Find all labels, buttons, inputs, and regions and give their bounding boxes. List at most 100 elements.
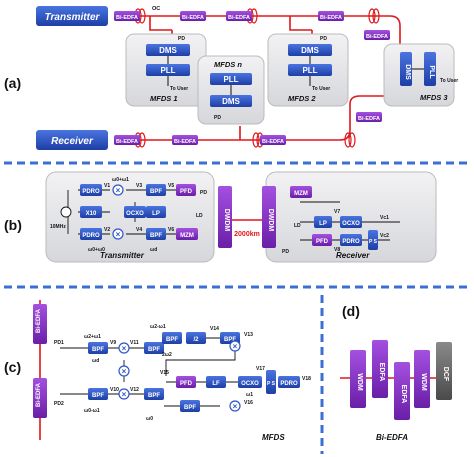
dwdm-link: DWDM DWDM 2000km <box>218 186 276 248</box>
freq-label: ωd <box>150 247 157 253</box>
edfa-block <box>372 340 388 398</box>
to-user-label: To User <box>170 86 188 92</box>
panel-b: PDRO X10 PDRO × × OCXO BPF BPF LP PFD MZ… <box>4 171 437 263</box>
pd-label: PD <box>178 36 185 42</box>
pd-label: PD <box>282 249 289 255</box>
pd1-label: PD1 <box>54 340 64 346</box>
v-label: V13 <box>244 332 253 338</box>
svg-text:×: × <box>122 390 127 399</box>
svg-text:×: × <box>116 186 121 195</box>
svg-text:×: × <box>233 402 238 411</box>
to-user-label: To User <box>440 78 458 84</box>
freq-label: ω1 <box>246 392 253 398</box>
pd-label: PD <box>320 36 327 42</box>
mhz-label: 10MHz <box>50 224 66 230</box>
v-label: V10 <box>110 387 119 393</box>
bi-edfa-bottom-row: Bi-EDFA Bi-EDFA Bi-EDFA Bi-EDFA <box>114 112 382 145</box>
svg-text:×: × <box>122 344 127 353</box>
ocxo-label: OCXO <box>126 211 144 217</box>
panel-d-label: (d) <box>342 303 360 319</box>
bi-edfa-label: Bi-EDFA <box>36 382 42 407</box>
bi-edfa-label: Bi-EDFA <box>182 15 204 21</box>
transmitter-box: Transmitter <box>36 6 108 26</box>
v-label: Vc1 <box>380 215 389 221</box>
ld-label: LD <box>294 223 301 229</box>
wdm-block <box>350 350 366 408</box>
bpf-label: BPF <box>92 347 104 353</box>
bi-edfa-label: Bi-EDFA <box>174 139 196 145</box>
bi-edfa-label: Bi-EDFA <box>228 15 250 21</box>
receiver-caption: Receiver <box>336 251 370 260</box>
v-label: V4 <box>136 227 142 233</box>
bi-edfa-label: Bi-EDFA <box>262 139 284 145</box>
bi-edfa-c-top <box>33 304 47 344</box>
ps-label: P S <box>267 381 276 387</box>
v-label: V14 <box>210 326 219 332</box>
wdm-block <box>414 350 430 408</box>
mfds-1-module: DMS PLL To User PD MFDS 1 <box>125 33 207 107</box>
receiver-label: Receiver <box>51 136 94 147</box>
mfds-n-module: MFDS n PLL DMS PD <box>197 55 265 125</box>
c-blocks: PD1 PD2 BPF BPF × × × BPF BPF BPF /2 BPF… <box>54 324 311 442</box>
bpf-label: BPF <box>148 347 160 353</box>
v-label: V18 <box>302 376 311 382</box>
fiber-lines-a <box>128 15 401 141</box>
bi-edfa-label: Bi-EDFA <box>116 139 138 145</box>
bi-edfa-label: Bi-EDFA <box>358 116 380 122</box>
freq-label: ω0+ω0 <box>88 247 105 253</box>
freq-label: ωd <box>92 358 99 364</box>
pdro-label: PDRO <box>82 233 100 239</box>
bi-edfa-caption: Bi-EDFA <box>376 433 408 442</box>
lp-label: LP <box>319 221 327 227</box>
ocxo-label: OCXO <box>342 221 360 227</box>
ps-label: P S <box>369 239 378 245</box>
bi-edfa-label: Bi-EDFA <box>36 308 42 333</box>
dms-label: DMS <box>222 97 240 106</box>
bi-edfa-label: Bi-EDFA <box>366 34 388 40</box>
edfa-label: EDFA <box>378 363 385 382</box>
dcf-label: DCF <box>442 367 449 382</box>
tx-blocks: PDRO X10 PDRO × × OCXO BPF BPF LP PFD MZ… <box>50 177 207 260</box>
panel-d: WDM EDFA EDFA WDM DCF Bi-EDFA (d) <box>340 303 452 442</box>
mfds-n-label: MFDS n <box>214 60 242 69</box>
pll-label: PLL <box>160 66 175 75</box>
v-label: V3 <box>136 183 142 189</box>
pfd-label: PFD <box>180 381 193 387</box>
receiver-box: Receiver <box>36 130 108 150</box>
mfds-2-label: MFDS 2 <box>288 94 316 103</box>
bi-edfa-c-bottom <box>33 378 47 418</box>
pd-label: PD <box>214 115 221 121</box>
distance-label: 2000km <box>234 231 260 238</box>
panel-a: Transmitter Receiver Bi-EDFA Bi-EDFA Bi-… <box>4 6 458 150</box>
mfds-caption: MFDS <box>262 433 285 442</box>
pfd-label: PFD <box>180 189 193 195</box>
mfds-1-label: MFDS 1 <box>150 94 178 103</box>
wdm-label: WDM <box>420 373 427 391</box>
transmitter-label: Transmitter <box>45 12 101 23</box>
to-user-label: To User <box>312 86 330 92</box>
dwdm-label: DWDM <box>267 209 274 232</box>
lf-label: LF <box>212 381 220 387</box>
pd2-label: PD2 <box>54 401 64 407</box>
edfa-block <box>394 362 410 420</box>
mfds-2-module: DMS PLL To User PD MFDS 2 <box>267 33 349 107</box>
pfd-label: PFD <box>316 239 329 245</box>
pdro-label: PDRO <box>342 239 360 245</box>
v-label: V6 <box>168 227 174 233</box>
freq-label: ω2+ω1 <box>84 334 101 340</box>
ocxo-label: OCXO <box>241 381 259 387</box>
svg-text:×: × <box>233 342 238 351</box>
v-label: V11 <box>130 340 139 346</box>
bpf-label: BPF <box>150 233 162 239</box>
x10-label: X10 <box>86 211 97 217</box>
rx-blocks: MZM LP OCXO PFD PDRO P S LD PD Vc1 Vc2 V… <box>282 186 400 260</box>
svg-text:×: × <box>122 367 127 376</box>
v-label: V5 <box>168 183 174 189</box>
dms-label: DMS <box>159 46 177 55</box>
panel-c-label: (c) <box>4 359 21 375</box>
v-label: V7 <box>334 209 340 215</box>
dms-label: DMS <box>404 64 411 80</box>
freq-label: ω2-ω1 <box>150 324 166 330</box>
mzm-label: MZM <box>180 233 194 239</box>
mfds-3-module: DMS PLL To User MFDS 3 <box>383 43 458 107</box>
